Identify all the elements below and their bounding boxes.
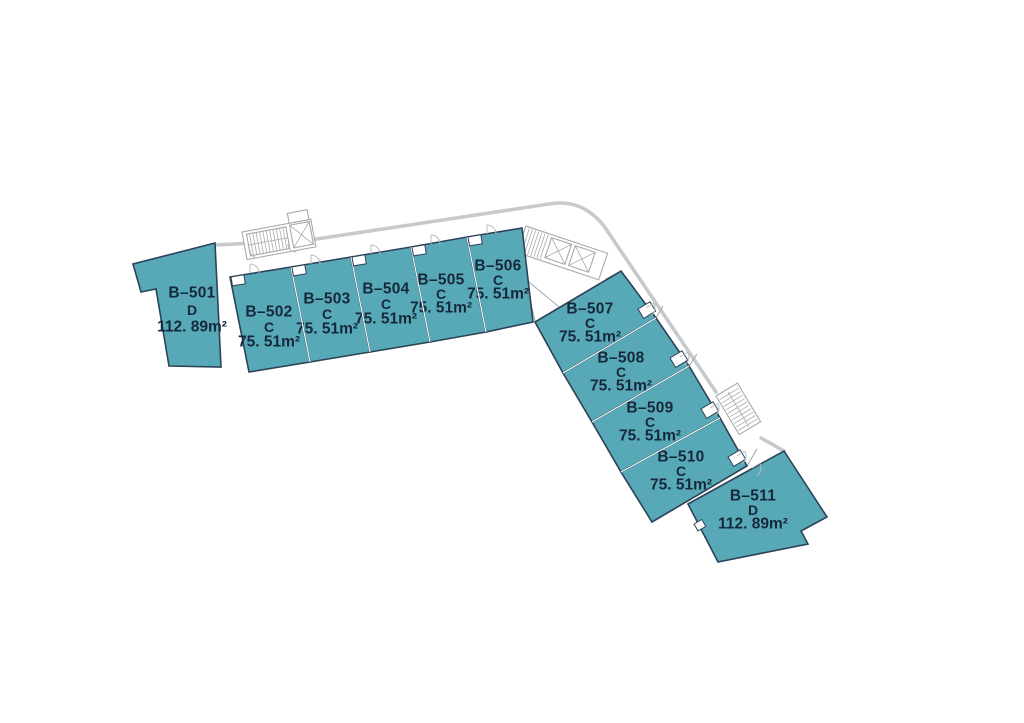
unit-B-511: B–511 D 112. 89m² [686,449,829,563]
door-arc-icon [249,249,259,259]
unit-area-label: 75. 51m² [467,286,529,303]
elevator-icon [567,244,596,273]
stair-elevator-core-topleft [241,209,317,261]
elevator-core-middle [516,225,609,281]
unit-id-label: B–506 [474,258,521,275]
unit-shape [132,241,222,368]
unit-area-label: 75. 51m² [590,378,652,395]
unit-B-510: B–510 C 75. 51m² [619,416,749,524]
unit-id-label: B–504 [362,281,409,298]
unit-type-label: D [187,302,197,318]
units: B–501 D 112. 89m² B–502 C 75. 51m² B–503… [132,227,829,563]
elevator-icon [544,237,573,266]
entry-notches [230,234,747,532]
unit-type-label: C [493,272,503,288]
unit-area-label: 75. 51m² [619,428,681,445]
unit-area-label: 112. 89m² [157,319,227,336]
unit-area-label: 75. 51m² [238,334,300,351]
door-arc-icon [310,254,321,265]
unit-id-label: B–509 [626,400,673,417]
corridor-spur-walls [655,305,758,467]
bath-notch [291,264,307,277]
door-arc-icon [709,402,720,417]
bath-notch [467,234,483,247]
unit-B-501: B–501 D 112. 89m² [132,241,227,368]
staircase-icon [245,226,291,257]
unit-type-label: C [676,463,686,479]
unit-id-label: B–510 [657,449,704,466]
unit-area-label: 75. 51m² [650,477,712,494]
unit-id-label: B–503 [303,291,350,308]
unit-area-label: 75. 51m² [355,311,417,328]
door-arc-icon [679,351,690,366]
unit-type-label: C [381,296,391,312]
unit-id-label: B–501 [168,285,215,302]
unit-area-label: 75. 51m² [296,321,358,338]
unit-shape [686,449,829,563]
door-arc-icon [249,263,260,274]
unit-type-label: C [436,286,446,302]
unit-area-label: 75. 51m² [559,329,621,346]
unit-B-505: B–505 C 75. 51m² [410,236,487,343]
bath-notch [637,301,657,320]
unit-B-503: B–503 C 75. 51m² [290,256,371,363]
unit-id-label: B–508 [597,350,644,367]
unit-type-label: C [322,306,332,322]
elevator-icon [288,220,315,249]
unit-id-label: B–511 [730,488,776,505]
plaza-ramp-line [528,281,560,308]
door-arc-icon [287,243,297,253]
door-arc-icon [645,302,656,317]
door-arc-icon [370,244,381,255]
bath-notch [693,518,707,532]
stair-core-right [715,382,762,436]
staircase-icon [719,387,758,431]
unit-type-label: C [645,414,655,430]
unit-area-label: 75. 51m² [410,300,472,317]
party-wall-seams [290,236,721,473]
bath-notch [230,274,246,287]
door-arcs [249,224,762,477]
shaft-box [286,209,310,224]
unit-area-label: 112. 89m² [718,516,788,533]
staircase-icon [520,228,549,260]
bath-notch [411,244,427,257]
unit-type-label: C [264,319,274,335]
unit-B-506: B–506 C 75. 51m² [466,227,534,333]
unit-type-label: C [585,315,595,331]
bath-notch [351,254,367,267]
unit-type-label: D [748,502,758,518]
door-arc-icon [430,234,441,245]
door-arc-icon [736,450,747,465]
unit-B-502: B–502 C 75. 51m² [229,266,311,373]
unit-id-label: B–505 [417,272,464,289]
door-arc-icon [751,462,762,477]
unit-id-label: B–507 [566,301,613,318]
unit-B-504: B–504 C 75. 51m² [350,246,431,353]
unit-type-label: C [616,364,626,380]
unit-id-label: B–502 [245,304,292,321]
door-arc-icon [486,224,497,235]
building-envelope [214,201,786,467]
